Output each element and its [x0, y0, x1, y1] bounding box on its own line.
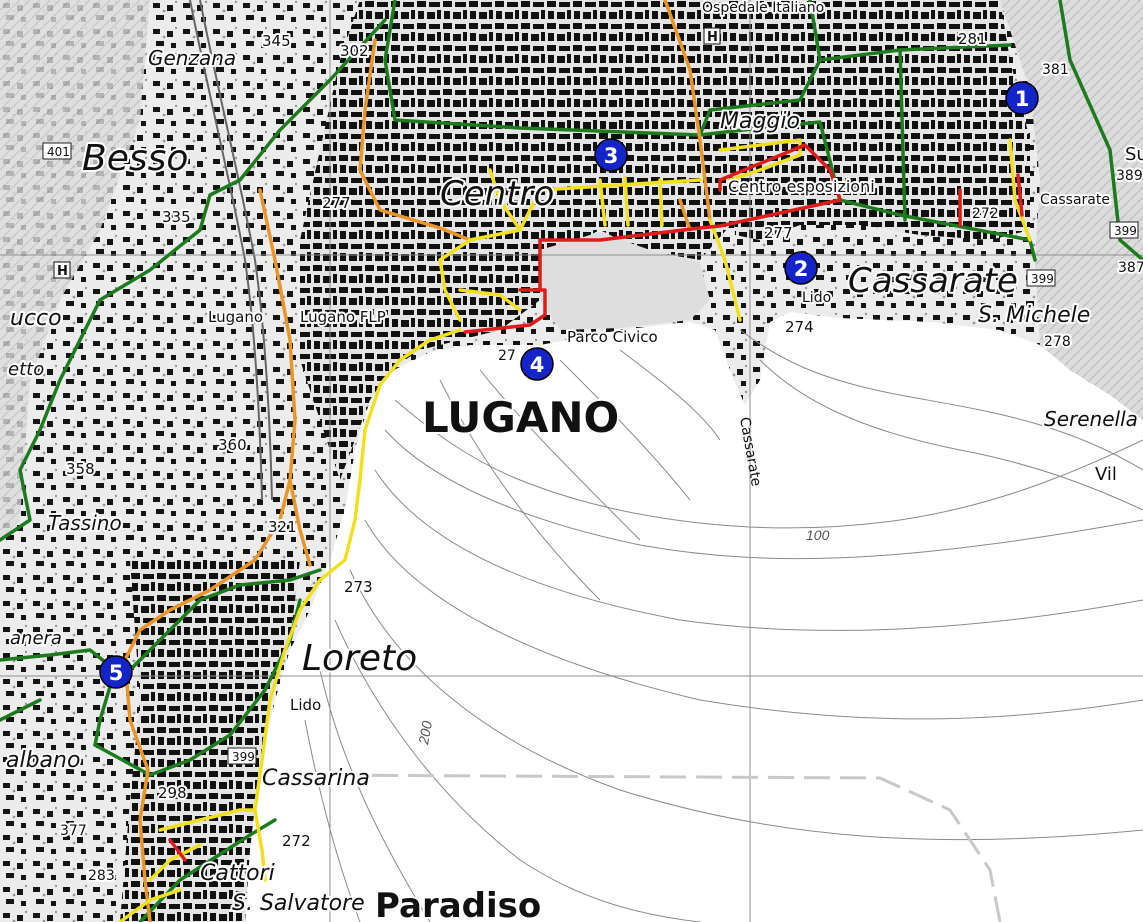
label-parco-civico: Parco Civico	[567, 328, 658, 346]
elev-298: 298	[158, 784, 187, 802]
road-shields: 401 399 399 399	[42, 142, 1139, 765]
elev-358: 358	[66, 460, 95, 478]
paradiso-town	[120, 560, 300, 922]
marker-4[interactable]: 4	[520, 347, 554, 381]
label-cassarate: Cassarate	[848, 261, 1018, 301]
road-399-label-south: 399	[232, 750, 255, 764]
label-vil: Vil	[1095, 464, 1117, 485]
label-s-salvatore: S. Salvatore	[232, 891, 365, 916]
label-serenella: Serenella	[1044, 407, 1138, 431]
elev-273: 273	[344, 578, 373, 596]
label-lido-cassarate: Lido	[802, 290, 831, 306]
svg-text:H: H	[707, 30, 718, 45]
road-399-shield-east: 399	[1026, 269, 1056, 287]
elev-274: 274	[785, 318, 814, 336]
elev-281: 281	[958, 30, 987, 48]
label-centro: Centro	[440, 174, 554, 214]
marker-1[interactable]: 1	[1005, 81, 1039, 115]
label-maggio: Maggio	[720, 109, 800, 134]
elev-389: 389	[1116, 168, 1143, 184]
city-east	[700, 0, 1030, 240]
elev-387: 387	[1118, 260, 1143, 276]
label-albano: albano	[6, 748, 80, 773]
border-line	[299, 773, 1002, 922]
label-loreto: Loreto	[302, 638, 417, 679]
label-tassino: Tassino	[48, 511, 122, 535]
elev-272b: 272	[282, 832, 311, 850]
label-s-michele: S. Michele	[978, 303, 1090, 328]
elev-302: 302	[340, 42, 369, 60]
label-cattori: Cattori	[200, 861, 275, 886]
marker-2[interactable]: 2	[784, 251, 818, 285]
elev-272a: 272	[972, 206, 999, 222]
label-paradiso: Paradiso	[375, 886, 541, 922]
road-399-label-northeast: 399	[1114, 224, 1137, 238]
label-centro-esposizioni: Centro esposizioni	[728, 177, 875, 196]
contour-200: 200	[415, 720, 435, 747]
contour-100: 100	[806, 527, 830, 543]
lake-contours	[304, 329, 1143, 922]
svg-text:H: H	[57, 264, 68, 279]
label-su: Su	[1125, 144, 1143, 165]
railway-line	[189, 0, 273, 501]
label-lugano-flp: Lugano FLP	[300, 308, 386, 326]
marker-5[interactable]: 5	[99, 655, 133, 689]
label-genzana: Genzana	[148, 46, 236, 70]
label-cassarate-small: Cassarate	[1040, 192, 1110, 208]
elev-377: 377	[60, 823, 87, 839]
label-cassarina: Cassarina	[262, 766, 370, 791]
route-orange[interactable]	[123, 0, 712, 922]
elev-360: 360	[218, 436, 247, 454]
road-399-label-east: 399	[1031, 272, 1054, 286]
map-labels: LUGANO Paradiso Cassarate Besso Centro L…	[4, 0, 1143, 922]
label-etto: etto	[8, 359, 44, 380]
label-lido-loreto: Lido	[290, 696, 321, 714]
elev-321: 321	[268, 518, 297, 536]
marker-2-label: 2	[794, 257, 809, 281]
marker-3[interactable]: 3	[594, 138, 628, 172]
road-401-label: 401	[47, 145, 70, 159]
road-399-shield-south: 399	[227, 747, 257, 765]
route-yellow[interactable]	[118, 138, 1032, 922]
hill-slope-west	[0, 0, 150, 540]
elev-277b: 277	[764, 224, 793, 242]
label-lugano: LUGANO	[422, 393, 619, 442]
elev-277a: 277	[322, 194, 351, 212]
elev-278: 278	[1044, 334, 1071, 350]
route-red[interactable]	[168, 143, 1024, 862]
marker-3-label: 3	[604, 144, 619, 168]
elev-335: 335	[162, 208, 191, 226]
road-399-shield-northeast: 399	[1109, 221, 1139, 239]
label-anera: anera	[10, 628, 62, 649]
road-401-shield: 401	[42, 142, 72, 160]
parco-civico-area	[540, 232, 710, 330]
marker-4-label: 4	[530, 353, 545, 377]
label-ucco: ucco	[10, 306, 62, 331]
elev-283: 283	[88, 868, 115, 884]
label-ospedale: Ospedale Italiano	[702, 0, 824, 16]
elev-27x: 27	[498, 348, 516, 364]
elev-381: 381	[1042, 62, 1069, 78]
label-besso: Besso	[82, 138, 188, 179]
hospital-icon: H	[53, 261, 71, 279]
marker-5-label: 5	[109, 661, 124, 685]
map-markers: 1 2 3 4 5	[99, 81, 1039, 689]
elev-345: 345	[262, 32, 291, 50]
hospital-icon: H	[703, 27, 721, 45]
marker-1-label: 1	[1015, 87, 1030, 111]
label-lugano-station: Lugano	[208, 308, 263, 326]
